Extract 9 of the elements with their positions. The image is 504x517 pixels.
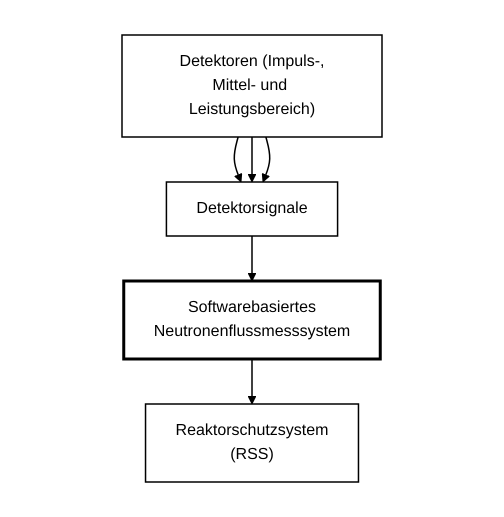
arrow	[248, 236, 256, 282]
node-box: Softwarebasiertes Neutronenflussmesssystem	[122, 280, 382, 360]
node-box: Detektoren (Impuls-, Mittel- und Leistungsbereich)	[121, 34, 383, 138]
arrow	[248, 137, 256, 182]
arrow	[262, 136, 270, 182]
arrow	[248, 359, 256, 404]
arrow	[234, 136, 242, 182]
node-box: Reaktorschutzsystem (RSS)	[144, 403, 360, 483]
node-box: Detektorsignale	[166, 181, 338, 237]
